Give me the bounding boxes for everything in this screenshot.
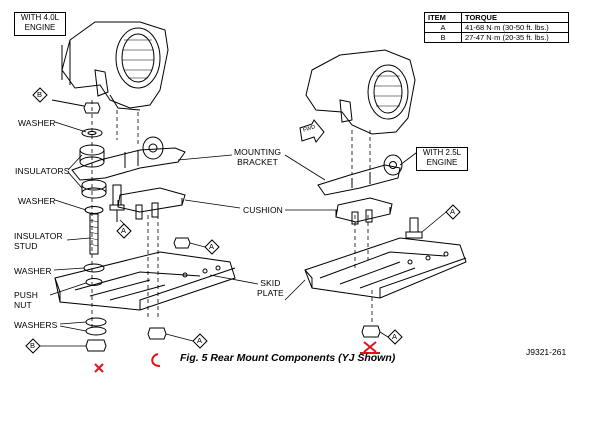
washer-1-part <box>81 128 103 138</box>
cushion-label: CUSHION <box>243 205 283 215</box>
washer-label-3: WASHER <box>14 266 52 276</box>
torque-item-b: B <box>424 32 462 43</box>
torque-table-header-torque: TORQUE <box>461 12 569 23</box>
cushion-left <box>117 187 186 220</box>
insulators-label: INSULATORS <box>15 166 70 176</box>
cushion-right <box>335 197 393 225</box>
insulator-upper <box>79 144 105 168</box>
skid-plate-right <box>304 237 467 299</box>
nut-a-left-bottom <box>147 327 167 340</box>
torque-table: ITEM TORQUE A 41-68 N·m (30-50 ft. lbs.)… <box>424 12 569 43</box>
bolt-a-right <box>405 217 423 239</box>
red-hook <box>151 353 161 367</box>
guide-lines-left <box>91 100 159 330</box>
engine-40-label: WITH 4.0L ENGINE <box>14 12 66 36</box>
torque-item-a: A <box>424 22 462 33</box>
red-x-right <box>360 341 380 354</box>
marker-a-1: A <box>121 226 127 235</box>
leader-lines-right <box>284 149 421 301</box>
table-row: B 27-47 N·m (20-35 ft. lbs.) <box>424 32 569 43</box>
washer-label-2: WASHER <box>18 196 56 206</box>
marker-a-2: A <box>209 242 215 251</box>
insulator-lower <box>81 179 107 199</box>
marker-a-5: A <box>392 332 398 341</box>
red-x-left <box>94 363 104 373</box>
washer-label-1: WASHER <box>18 118 56 128</box>
leader-lines-left <box>49 121 259 332</box>
skid-plate-label: SKID PLATE <box>257 278 284 298</box>
marker-b-bottom: B <box>30 341 36 350</box>
torque-table-header-item: ITEM <box>424 12 462 23</box>
torque-value-a: 41-68 N·m (30-50 ft. lbs.) <box>461 22 569 33</box>
torque-value-b: 27-47 N·m (20-35 ft. lbs.) <box>461 32 569 43</box>
fwd-arrow <box>299 119 325 143</box>
mounting-bracket-right <box>317 154 403 196</box>
mounting-bracket-left <box>71 136 186 181</box>
insulator-stud-label: INSULATOR STUD <box>14 231 63 251</box>
bolt-a-left <box>109 184 125 222</box>
nut-b-bottom <box>85 339 107 352</box>
marker-a-3: A <box>197 336 203 345</box>
marker-b-top: B <box>37 90 43 99</box>
transmission-housing-left <box>61 21 169 111</box>
figure-id: J9321-261 <box>526 347 567 357</box>
transmission-housing-right <box>305 49 416 135</box>
insulator-stud-part <box>89 213 99 255</box>
table-row: A 41-68 N·m (30-50 ft. lbs.) <box>424 22 569 33</box>
nut-b-top <box>51 99 101 114</box>
nut-a-right-bottom <box>361 325 381 338</box>
push-nut-label: PUSH NUT <box>14 290 39 310</box>
marker-a-4: A <box>450 207 456 216</box>
nut-a-left-mid <box>173 237 191 249</box>
mounting-bracket-label: MOUNTING BRACKET <box>234 147 282 167</box>
washers-label: WASHERS <box>14 320 58 330</box>
red-annotations <box>94 341 380 373</box>
figure-caption: Fig. 5 Rear Mount Components (YJ Shown) <box>180 352 396 364</box>
skid-plate-left <box>54 251 236 311</box>
engine-25-label: WITH 2.5L ENGINE <box>416 147 468 171</box>
